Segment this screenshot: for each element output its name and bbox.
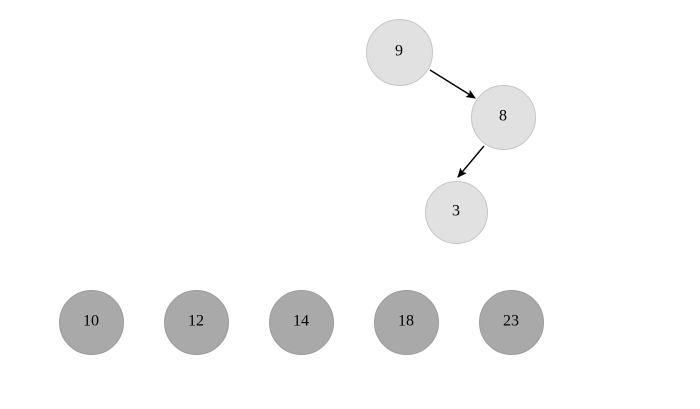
graph-node-12[interactable]: 12: [163, 289, 229, 355]
graph-node-3[interactable]: 3: [424, 180, 488, 244]
graph-node-label: 8: [499, 107, 507, 125]
graph-node-label: 9: [395, 42, 403, 60]
graph-node-10[interactable]: 10: [58, 289, 124, 355]
graph-node-8[interactable]: 8: [470, 84, 536, 150]
graph-node-14[interactable]: 14: [268, 289, 334, 355]
graph-node-label: 23: [503, 312, 519, 330]
edge-9-to-8: [429, 69, 476, 99]
edge-8-to-3: [457, 145, 485, 178]
graph-node-label: 14: [293, 312, 309, 330]
graph-node-18[interactable]: 18: [373, 289, 439, 355]
graph-node-label: 12: [188, 312, 204, 330]
graph-node-23[interactable]: 23: [478, 289, 544, 355]
graph-node-label: 10: [83, 312, 99, 330]
graph-node-label: 3: [452, 202, 460, 220]
graph-node-9[interactable]: 9: [365, 18, 433, 86]
graph-node-label: 18: [398, 312, 414, 330]
